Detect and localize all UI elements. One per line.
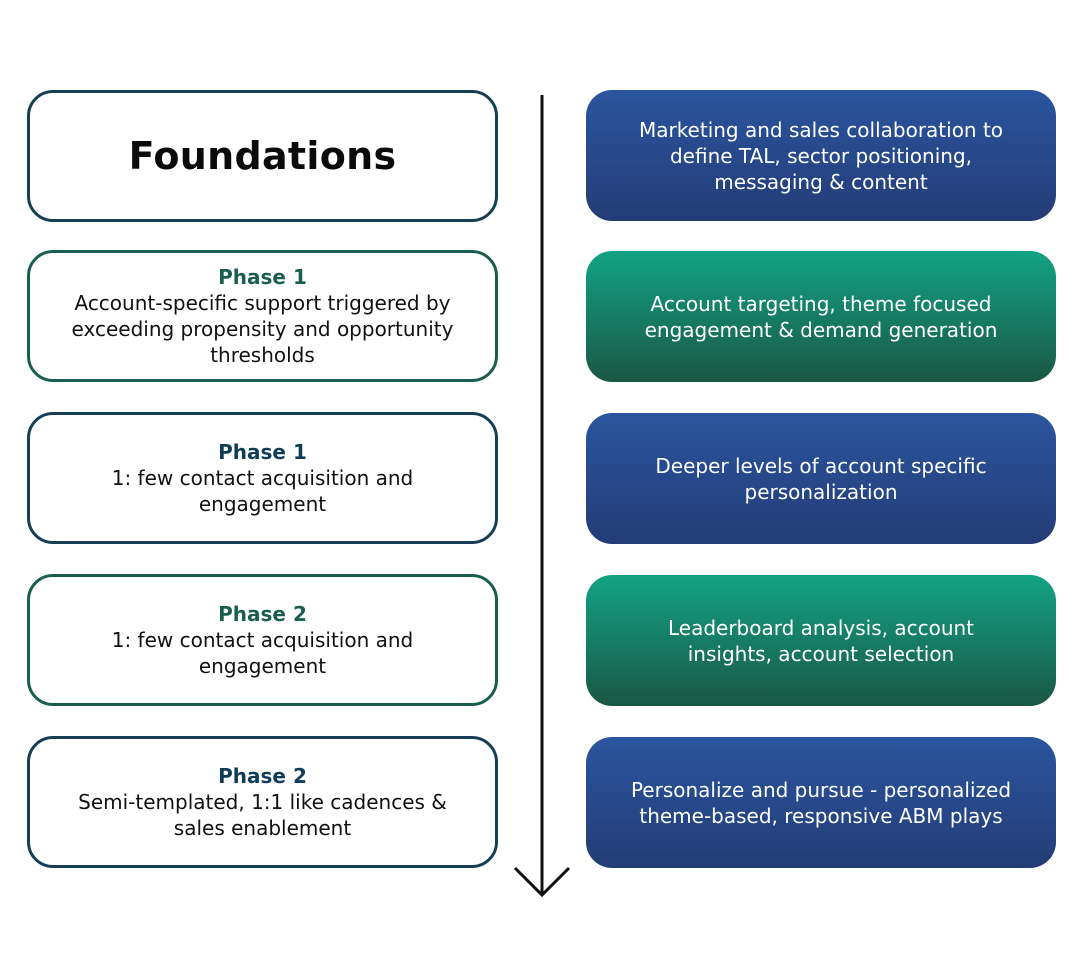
phase-2-contact-box: Phase 2 1: few contact acquisition and e… [27, 574, 498, 706]
phase-label: Phase 2 [218, 602, 307, 626]
phase-description: Semi-templated, 1:1 like cadences & sale… [78, 790, 447, 840]
phase-description: 1: few contact acquisition and engagemen… [111, 628, 414, 678]
targeting-box: Account targeting, theme focused engagem… [586, 251, 1056, 382]
phase-label: Phase 1 [218, 265, 307, 289]
leaderboard-box: Leaderboard analysis, account insights, … [586, 575, 1056, 706]
phase-label: Phase 2 [218, 764, 307, 788]
phase-2-cadence-box: Phase 2 Semi-templated, 1:1 like cadence… [27, 736, 498, 868]
phase-description: 1: few contact acquisition and engagemen… [111, 466, 414, 516]
foundations-box: Foundations [27, 90, 498, 222]
timeline-arrow [513, 95, 571, 898]
box-text: Personalize and pursue - personalized th… [630, 777, 1012, 828]
box-text: Account targeting, theme focused engagem… [644, 291, 998, 342]
phase-1-support-box: Phase 1 Account-specific support trigger… [27, 250, 498, 382]
phase-description: Account-specific support triggered by ex… [71, 291, 454, 367]
box-text: Deeper levels of account specific person… [655, 453, 987, 504]
box-text: Marketing and sales collaboration to def… [638, 117, 1004, 194]
personalization-box: Deeper levels of account specific person… [586, 413, 1056, 544]
box-text: Leaderboard analysis, account insights, … [667, 615, 975, 666]
foundations-title: Foundations [128, 134, 397, 178]
phase-label: Phase 1 [218, 440, 307, 464]
collaboration-box: Marketing and sales collaboration to def… [586, 90, 1056, 221]
pursue-box: Personalize and pursue - personalized th… [586, 737, 1056, 868]
phase-1-contact-box: Phase 1 1: few contact acquisition and e… [27, 412, 498, 544]
